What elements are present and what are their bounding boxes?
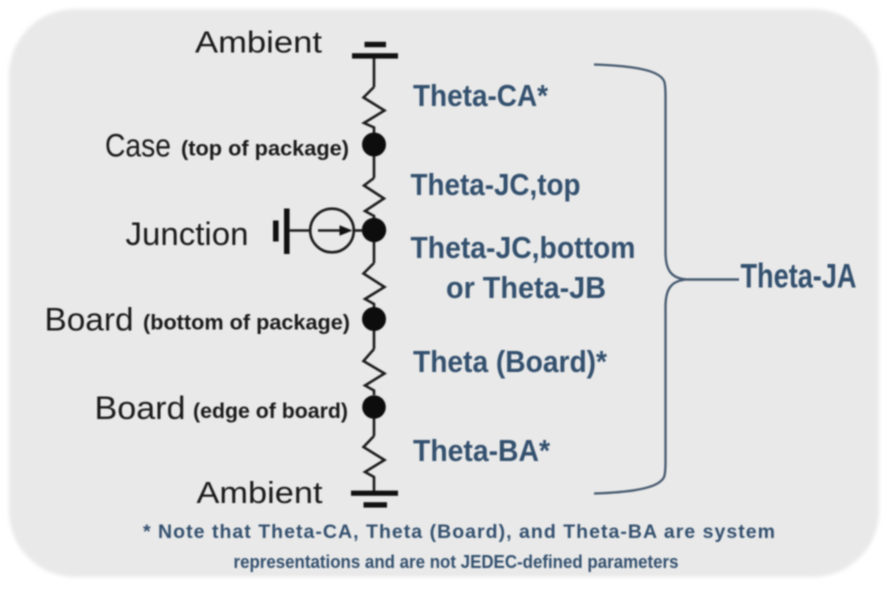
- svg-text:Theta-JA: Theta-JA: [741, 258, 857, 296]
- svg-text:Board: Board: [95, 390, 186, 426]
- svg-text:Theta-BA*: Theta-BA*: [413, 433, 551, 468]
- svg-text:Theta-CA*: Theta-CA*: [413, 78, 549, 113]
- svg-text:Case: Case: [105, 128, 171, 164]
- svg-text:(edge of board): (edge of board): [193, 400, 348, 423]
- svg-text:representations and are not JE: representations and are not JEDEC-define…: [234, 551, 679, 572]
- svg-text:Theta (Board)*: Theta (Board)*: [413, 344, 608, 379]
- svg-text:Theta-JC,top: Theta-JC,top: [411, 167, 581, 202]
- svg-text:or Theta-JB: or Theta-JB: [446, 270, 606, 305]
- svg-text:* Note that Theta-CA, Theta (B: * Note that Theta-CA, Theta (Board), and…: [143, 521, 775, 543]
- svg-text:Board: Board: [45, 302, 134, 338]
- svg-text:Ambient: Ambient: [195, 25, 322, 60]
- svg-text:Theta-JC,bottom: Theta-JC,bottom: [411, 230, 636, 265]
- svg-text:(top of package): (top of package): [181, 138, 349, 161]
- svg-text:Junction: Junction: [126, 216, 249, 252]
- svg-text:Ambient: Ambient: [197, 475, 323, 510]
- svg-text:(bottom of package): (bottom of package): [143, 312, 350, 335]
